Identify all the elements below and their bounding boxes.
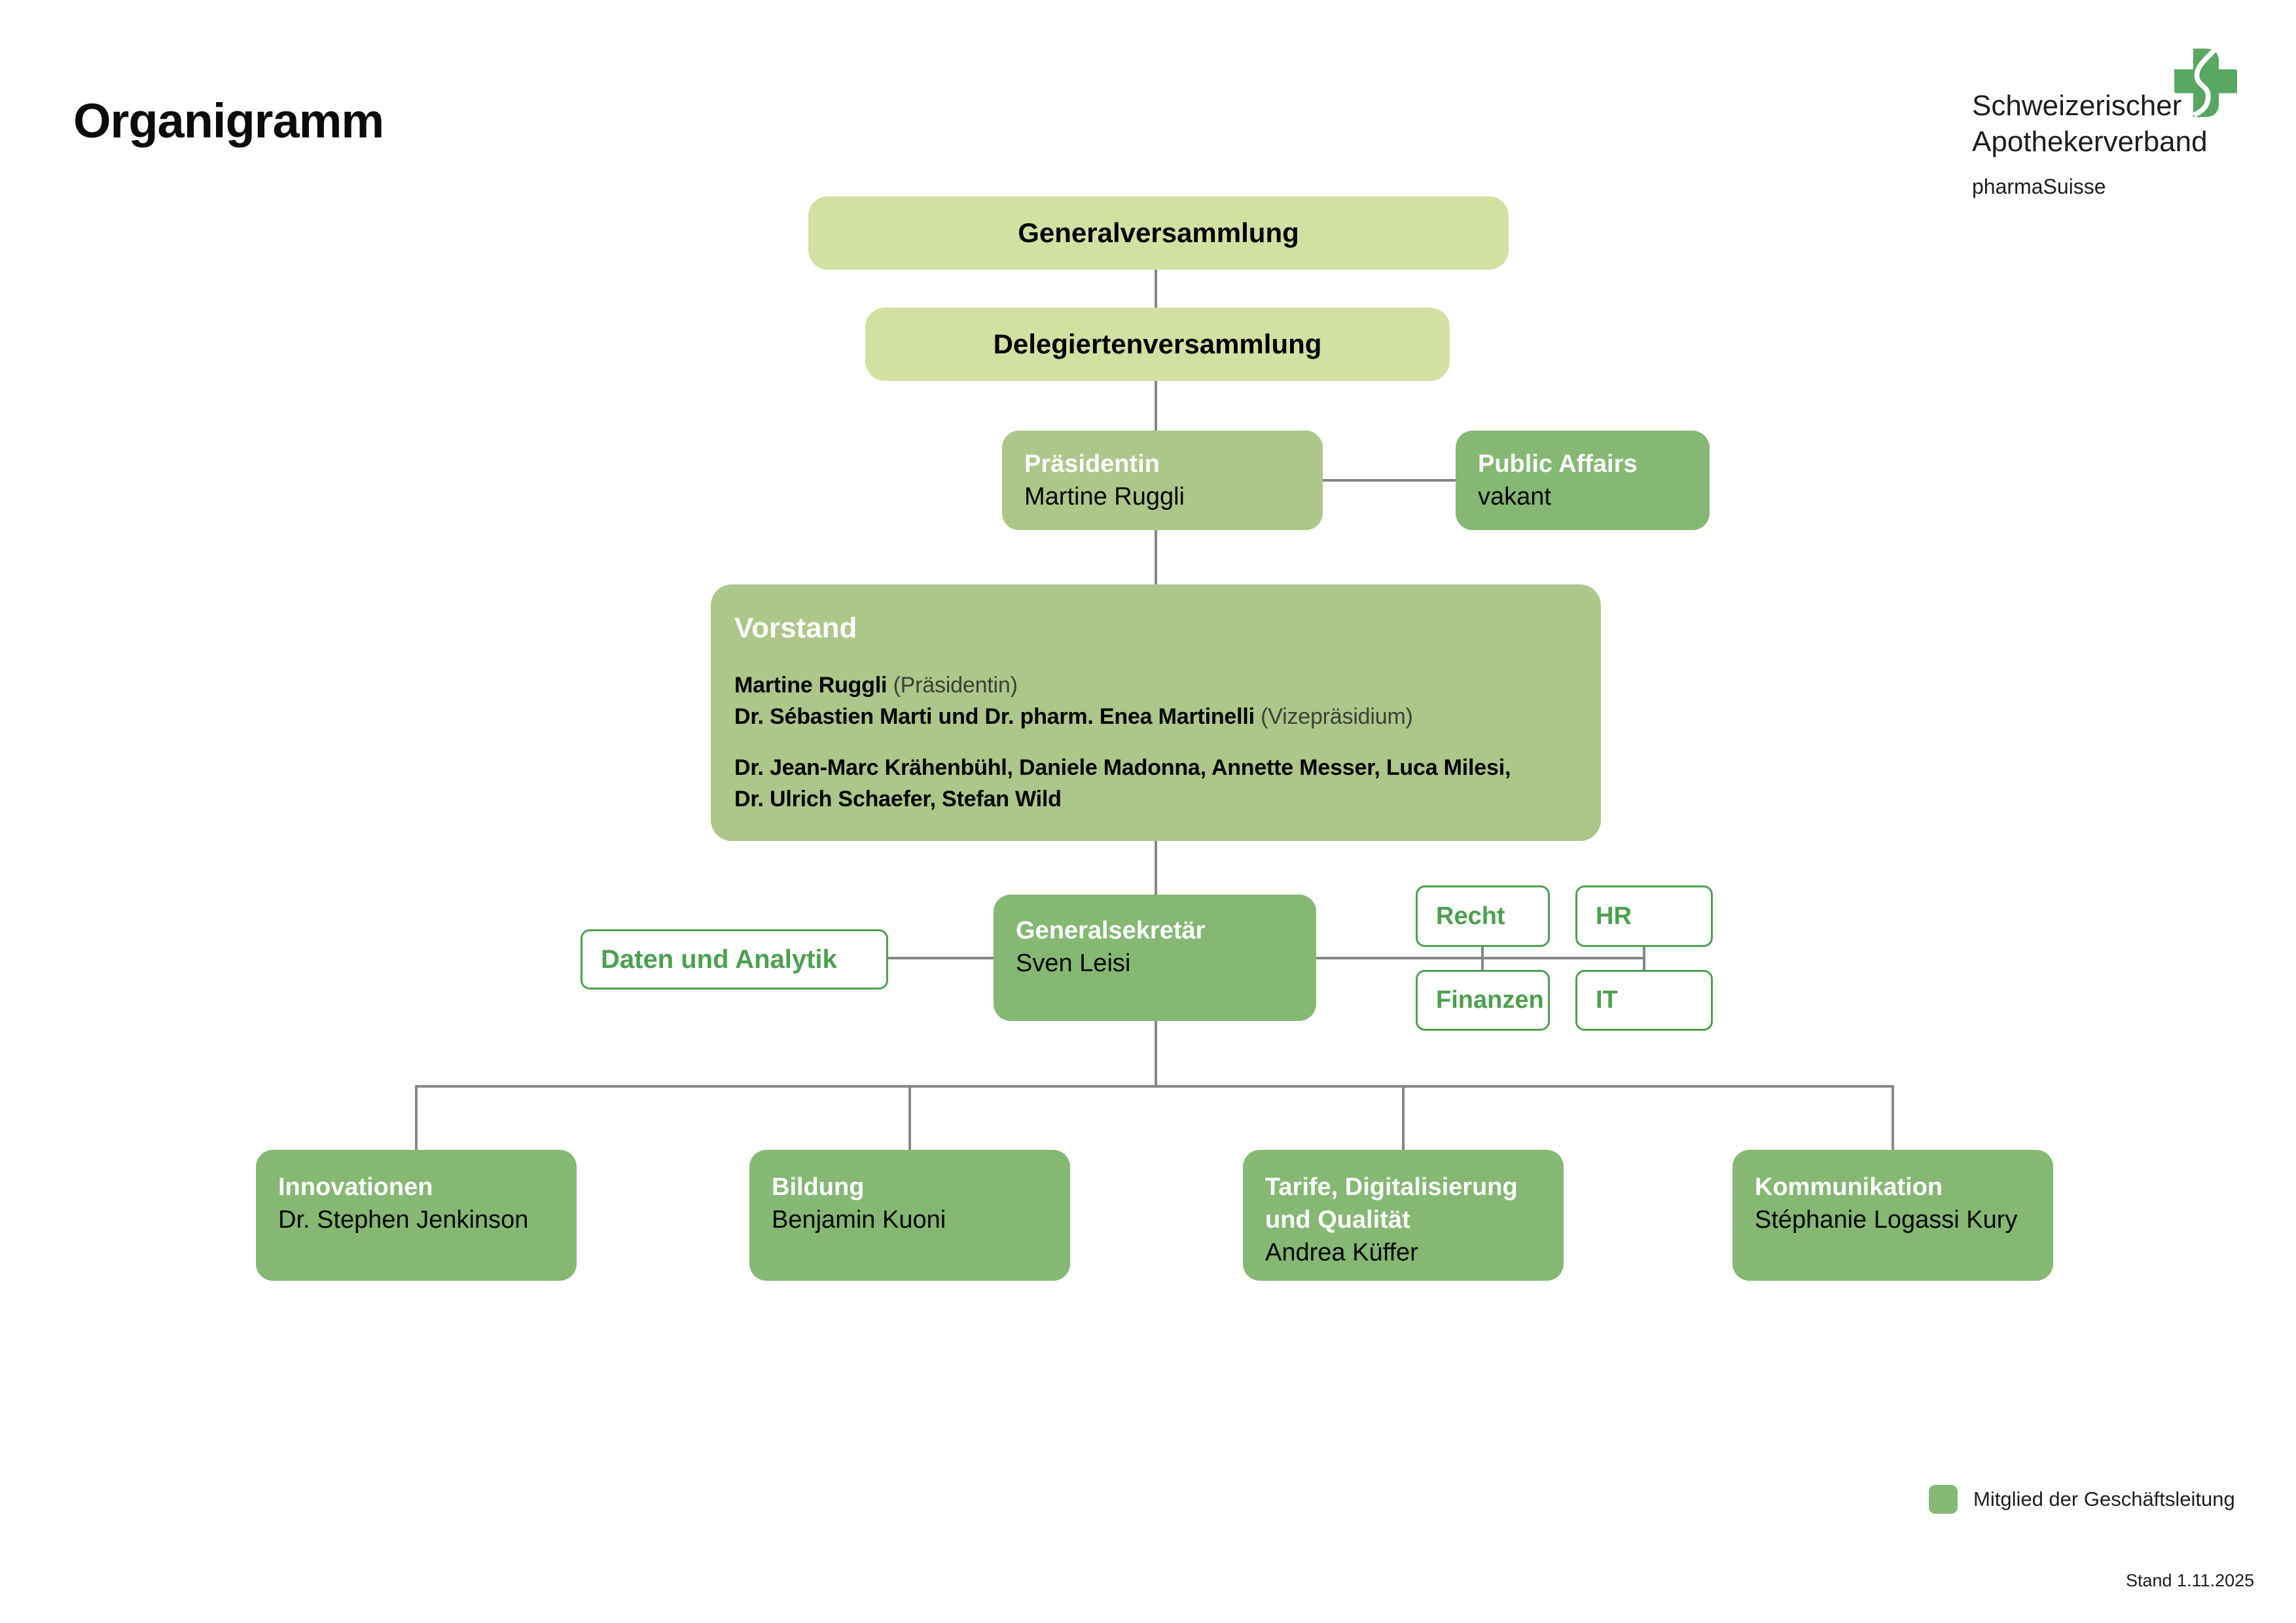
- connector: [1481, 947, 1484, 970]
- connector: [1155, 530, 1157, 586]
- node-label: Recht: [1436, 902, 1505, 930]
- spacer: [734, 732, 1581, 752]
- node-label: Finanzen: [1436, 986, 1544, 1014]
- legend: Mitglied der Geschäftsleitung: [1929, 1485, 2235, 1514]
- legend-label: Mitglied der Geschäftsleitung: [1973, 1488, 2235, 1510]
- person-name: Stéphanie Logassi Kury: [1755, 1206, 2018, 1234]
- node-public-affairs: Public Affairs vakant: [1456, 431, 1710, 530]
- logo: Schweizerischer Apothekerverband pharmaS…: [1972, 88, 2208, 205]
- node-generalversammlung: Generalversammlung: [808, 196, 1509, 270]
- connector: [1155, 270, 1157, 309]
- member-role: (Vizepräsidium): [1261, 704, 1413, 729]
- role-title: Bildung: [772, 1173, 865, 1201]
- pharmasuisse-cross-icon: [2174, 48, 2237, 118]
- person-name: Martine Ruggli: [1024, 483, 1185, 510]
- connector: [1402, 1085, 1405, 1150]
- vorstand-line: Martine Ruggli (Präsidentin): [734, 669, 1581, 701]
- node-label: Delegiertenversammlung: [993, 329, 1322, 359]
- vorstand-line: Dr. Sébastien Marti und Dr. pharm. Enea …: [734, 701, 1581, 732]
- connector: [1155, 1021, 1157, 1086]
- role-title: Kommunikation: [1755, 1173, 1943, 1201]
- logo-line2: Apothekerverband: [1972, 126, 2208, 158]
- role-title: Präsidentin: [1024, 450, 1160, 478]
- node-it: IT: [1575, 970, 1713, 1031]
- page-title: Organigramm: [73, 94, 384, 148]
- person-name: Benjamin Kuoni: [772, 1206, 946, 1234]
- member-role: (Präsidentin): [893, 673, 1018, 698]
- vorstand-line: Dr. Ulrich Schaefer, Stefan Wild: [734, 787, 1062, 812]
- node-innovationen: Innovationen Dr. Stephen Jenkinson: [256, 1150, 577, 1281]
- member-name: Dr. Sébastien Marti und Dr. pharm. Enea …: [734, 704, 1255, 729]
- connector: [1155, 841, 1157, 896]
- connector: [1316, 957, 1645, 959]
- legend-swatch-green: [1929, 1485, 1958, 1514]
- version-date: Stand 1.11.2025: [2126, 1571, 2255, 1590]
- person-name: Sven Leisi: [1016, 950, 1131, 977]
- node-generalsekretaer: Generalsekretär Sven Leisi: [994, 895, 1316, 1021]
- connector: [1892, 1085, 1894, 1150]
- node-vorstand: Vorstand Martine Ruggli (Präsidentin) Dr…: [711, 584, 1601, 841]
- role-title: Public Affairs: [1478, 450, 1638, 478]
- node-finanzen: Finanzen: [1416, 970, 1550, 1031]
- node-tarife-digitalisierung-qualitaet: Tarife, Digitalisierung und Qualität And…: [1243, 1150, 1564, 1281]
- connector: [1322, 479, 1457, 482]
- role-title: Generalsekretär: [1016, 917, 1206, 944]
- connector: [1643, 947, 1645, 970]
- node-label: Generalversammlung: [1018, 217, 1299, 248]
- node-recht: Recht: [1416, 885, 1550, 947]
- logo-line1: Schweizerischer: [1972, 90, 2182, 122]
- node-bildung: Bildung Benjamin Kuoni: [749, 1150, 1070, 1281]
- person-name: Dr. Stephen Jenkinson: [278, 1206, 529, 1234]
- node-label: HR: [1596, 902, 1632, 930]
- role-title: Innovationen: [278, 1173, 433, 1201]
- node-label: Daten und Analytik: [601, 944, 837, 974]
- role-title: Tarife, Digitalisierung und Qualität: [1265, 1173, 1518, 1234]
- node-praesidentin: Präsidentin Martine Ruggli: [1002, 431, 1323, 530]
- member-name: Martine Ruggli: [734, 673, 888, 698]
- connector: [908, 1085, 911, 1150]
- connector: [415, 1085, 1894, 1088]
- person-name: vakant: [1478, 483, 1551, 510]
- person-name: Andrea Küffer: [1265, 1239, 1418, 1266]
- node-kommunikation: Kommunikation Stéphanie Logassi Kury: [1732, 1150, 2053, 1281]
- vorstand-line: Dr. Jean-Marc Krähenbühl, Daniele Madonn…: [734, 755, 1511, 780]
- connector: [415, 1085, 418, 1150]
- connector: [1155, 381, 1157, 432]
- node-delegiertenversammlung: Delegiertenversammlung: [865, 308, 1450, 381]
- node-daten-und-analytik: Daten und Analytik: [581, 929, 888, 990]
- node-hr: HR: [1575, 885, 1713, 947]
- role-title: Vorstand: [734, 612, 857, 644]
- connector: [888, 957, 995, 959]
- node-label: IT: [1596, 986, 1618, 1014]
- logo-line3: pharmaSuisse: [1972, 175, 2106, 198]
